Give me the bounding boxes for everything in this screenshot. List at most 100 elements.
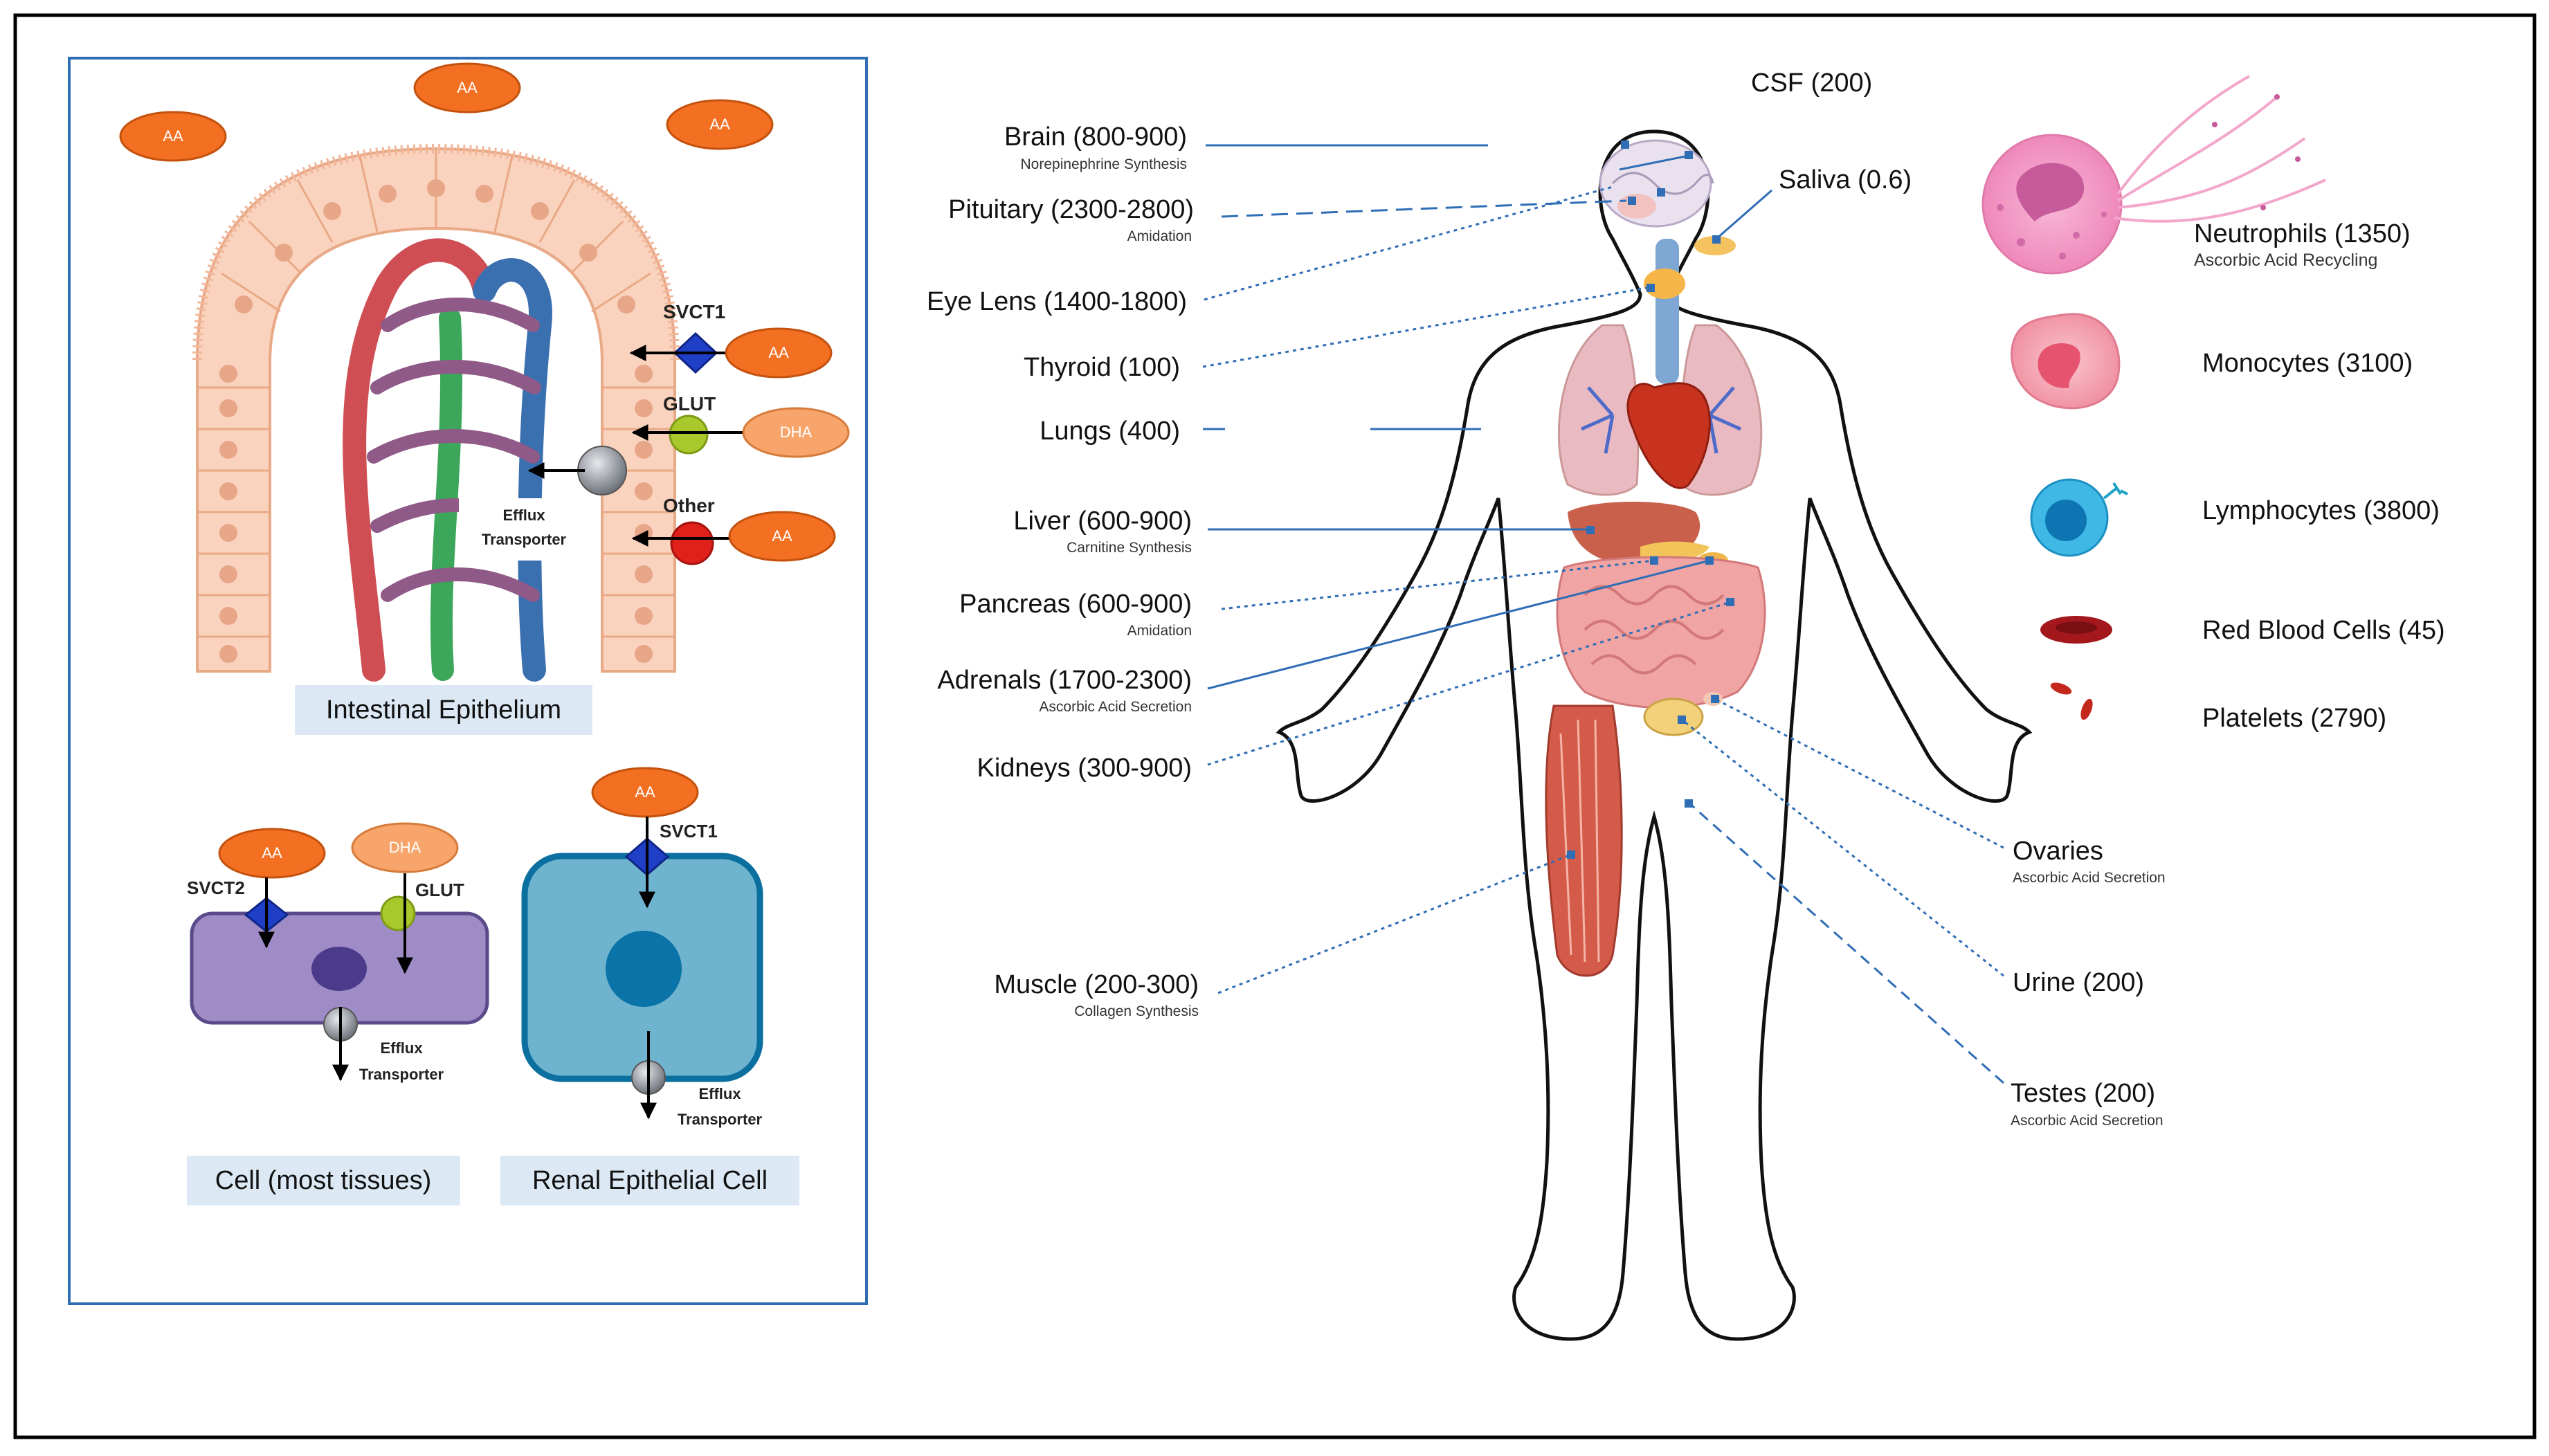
intestine-other-transporter: Other AA — [631, 495, 836, 565]
svg-text:Neutrophils (1350): Neutrophils (1350) — [2194, 219, 2411, 248]
organ-label-kidneys: Kidneys (300-900) — [977, 754, 1192, 783]
organ-label-pancreas: Pancreas (600-900) Amidation — [959, 590, 1192, 639]
svg-text:Ascorbic Acid Secretion: Ascorbic Acid Secretion — [2013, 870, 2166, 886]
svg-text:Ascorbic Acid Secretion: Ascorbic Acid Secretion — [2011, 1113, 2164, 1129]
glut-label: GLUT — [415, 880, 464, 900]
organ-label-pituitary: Pituitary (2300-2800) Amidation — [948, 195, 1194, 244]
organ-label-urine: Urine (200) — [2013, 968, 2144, 997]
svg-text:Amidation: Amidation — [1127, 623, 1192, 639]
organ-label-brain: Brain (800-900) Norepinephrine Synthesis — [1004, 122, 1187, 172]
intestines — [1556, 556, 1766, 709]
intestine-efflux-transporter: Efflux Transporter — [459, 446, 627, 561]
trachea — [1656, 239, 1679, 384]
efflux-label-2: Transporter — [678, 1111, 763, 1128]
blood-label-lymphocytes: Lymphocytes (3800) — [2202, 496, 2440, 525]
organ-label-muscle: Muscle (200-300) Collagen Synthesis — [994, 970, 1199, 1019]
svg-text:Ascorbic Acid Recycling: Ascorbic Acid Recycling — [2194, 251, 2377, 270]
intestine-aa-3: AA — [666, 99, 774, 150]
intestine-aa-1: AA — [119, 111, 227, 162]
svg-text:Eye Lens (1400-1800): Eye Lens (1400-1800) — [927, 287, 1187, 316]
efflux-label-2: Transporter — [482, 531, 567, 548]
human-body-outline — [1276, 129, 2033, 1341]
svg-text:Testes (200): Testes (200) — [2011, 1079, 2155, 1108]
intestine-aa-2: AA — [413, 62, 521, 113]
blood-label-platelets: Platelets (2790) — [2202, 704, 2386, 733]
organ-label-testes: Testes (200) Ascorbic Acid Secretion — [2011, 1079, 2164, 1129]
intestine-caption-box — [295, 685, 592, 735]
monocyte — [2011, 313, 2121, 410]
intestine-svct1-transporter: SVCT1 AA — [629, 301, 833, 379]
organ-label-thyroid: Thyroid (100) — [1024, 353, 1180, 382]
renal-caption-box — [500, 1156, 799, 1205]
svg-text:Urine (200): Urine (200) — [2013, 968, 2144, 997]
glut-label: GLUT — [663, 393, 716, 415]
svg-text:Amidation: Amidation — [1127, 228, 1192, 244]
blood-label-neutrophils: Neutrophils (1350) Ascorbic Acid Recycli… — [2194, 219, 2411, 270]
intestinal-villus — [192, 143, 680, 682]
svg-text:Adrenals (1700-2300): Adrenals (1700-2300) — [937, 666, 1192, 695]
generic-cell: AA DHA SVCT2 GLUT Efflux Transporter — [187, 822, 489, 1083]
leader-lines — [1202, 144, 2004, 1084]
thigh-muscle — [1545, 704, 1623, 977]
svg-text:Pancreas (600-900): Pancreas (600-900) — [959, 590, 1192, 619]
platelets — [2050, 682, 2093, 720]
intestine-glut-transporter: GLUT DHA — [631, 393, 850, 458]
svct1-label: SVCT1 — [660, 821, 718, 841]
svg-text:Kidneys (300-900): Kidneys (300-900) — [977, 754, 1192, 783]
svg-text:Norepinephrine Synthesis: Norepinephrine Synthesis — [1021, 156, 1187, 172]
efflux-label-1: Efflux — [502, 507, 545, 524]
organ-label-lungs: Lungs (400) — [1040, 417, 1180, 446]
neutrophil — [1981, 75, 2326, 275]
renal-cell: AA SVCT1 Efflux Transporter — [521, 767, 763, 1128]
heart — [1626, 382, 1711, 489]
svg-text:Lungs (400): Lungs (400) — [1040, 417, 1180, 446]
dha-label: DHA — [780, 424, 813, 441]
glut-transporter — [380, 895, 416, 931]
aa-label: AA — [772, 527, 792, 545]
blood-label-monocytes: Monocytes (3100) — [2202, 349, 2413, 378]
organ-label-csf: CSF (200) — [1751, 69, 1872, 98]
svg-text:Ascorbic Acid Secretion: Ascorbic Acid Secretion — [1039, 699, 1192, 715]
organs-illustration — [1545, 139, 1766, 977]
renal-caption: Renal Epithelial Cell — [532, 1166, 768, 1195]
svg-text:Muscle (200-300): Muscle (200-300) — [994, 970, 1199, 999]
svg-text:Thyroid (100): Thyroid (100) — [1024, 353, 1180, 382]
organ-label-eye-lens: Eye Lens (1400-1800) — [927, 287, 1187, 316]
svg-text:Carnitine Synthesis: Carnitine Synthesis — [1067, 540, 1192, 556]
aa-label: AA — [262, 844, 282, 862]
efflux-label-1: Efflux — [380, 1039, 423, 1057]
svg-text:Brain (800-900): Brain (800-900) — [1004, 122, 1187, 152]
saliva-gland — [1694, 236, 1736, 255]
organ-label-liver: Liver (600-900) Carnitine Synthesis — [1013, 507, 1192, 556]
outer-frame — [13, 13, 2537, 1439]
svg-text:Ovaries: Ovaries — [2013, 837, 2103, 866]
pituitary-organ — [1617, 194, 1656, 219]
organ-label-saliva: Saliva (0.6) — [1779, 165, 1912, 194]
svct2-label: SVCT2 — [187, 877, 245, 898]
cell-caption-box — [187, 1156, 460, 1205]
dha-label: DHA — [389, 839, 421, 856]
intestine-caption: Intestinal Epithelium — [326, 695, 561, 725]
cell-caption: Cell (most tissues) — [215, 1166, 432, 1195]
bladder — [1643, 698, 1704, 736]
red-blood-cell — [2040, 616, 2112, 644]
organ-label-adrenals: Adrenals (1700-2300) Ascorbic Acid Secre… — [937, 666, 1192, 715]
svct1-label: SVCT1 — [663, 301, 725, 322]
svg-text:Liver (600-900): Liver (600-900) — [1013, 507, 1192, 536]
svg-text:Pituitary (2300-2800): Pituitary (2300-2800) — [948, 195, 1194, 224]
svg-text:Collagen Synthesis: Collagen Synthesis — [1074, 1003, 1199, 1019]
aa-label: AA — [163, 127, 183, 145]
left-lung — [1557, 324, 1640, 496]
organ-markers — [1567, 140, 1734, 859]
other-label: Other — [663, 495, 715, 516]
aa-label: AA — [457, 79, 478, 96]
aa-label: AA — [709, 116, 730, 133]
efflux-label-2: Transporter — [359, 1066, 444, 1083]
aa-label: AA — [768, 344, 789, 361]
blood-label-rbc: Red Blood Cells (45) — [2202, 616, 2445, 645]
organ-label-ovaries: Ovaries Ascorbic Acid Secretion — [2013, 837, 2166, 886]
efflux-label-1: Efflux — [698, 1085, 741, 1102]
aa-label: AA — [635, 783, 655, 801]
